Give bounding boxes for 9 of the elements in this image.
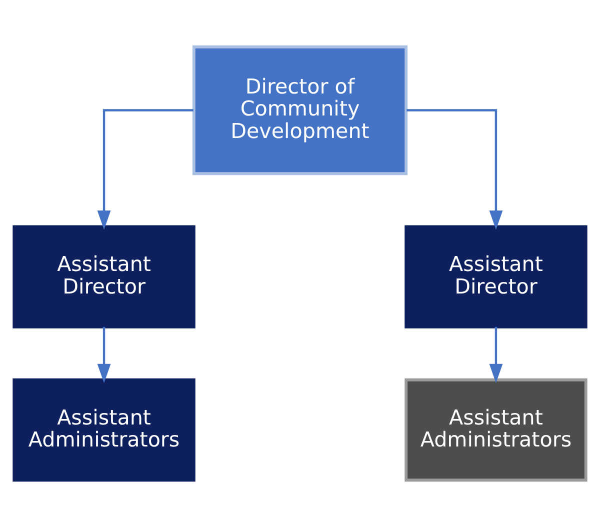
node-box: Assistant Administrators xyxy=(12,378,196,482)
arrow xyxy=(489,326,503,384)
node-box: Assistant Administrators xyxy=(404,378,588,482)
node-box: Director of Community Development xyxy=(192,45,408,176)
arrow xyxy=(97,109,194,230)
arrow xyxy=(406,109,503,230)
arrow xyxy=(97,326,111,384)
node-box: Assistant Director xyxy=(404,225,588,328)
node-box: Assistant Director xyxy=(12,225,196,328)
